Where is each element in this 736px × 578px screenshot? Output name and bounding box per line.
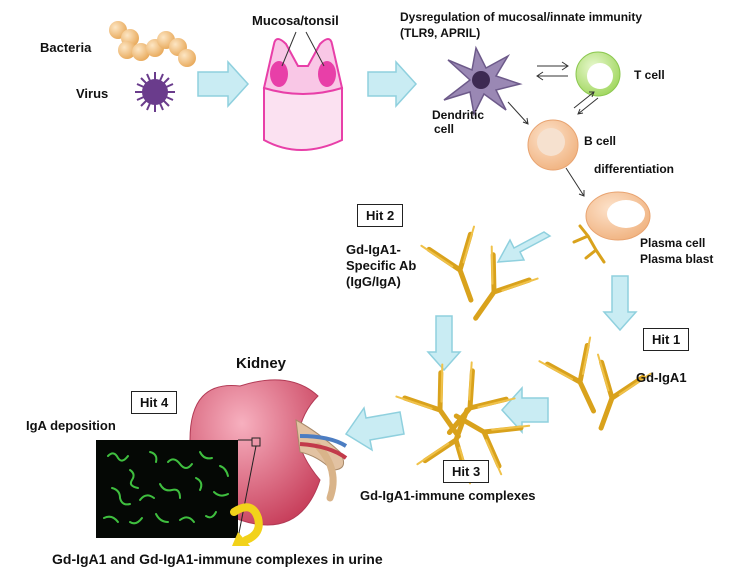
flow-arrow — [426, 315, 462, 372]
specific-ab-label-3: (IgG/IgA) — [346, 274, 401, 289]
urine-label: Gd-IgA1 and Gd-IgA1-immune complexes in … — [52, 551, 383, 567]
flow-arrow — [602, 275, 638, 332]
iga-deposition-label: IgA deposition — [26, 418, 116, 433]
gd-iga1-label: Gd-IgA1 — [636, 370, 687, 385]
bacteria-illustration — [109, 21, 196, 67]
dysregulation-label: Dysregulation of mucosal/innate immunity — [400, 10, 643, 24]
hit-1-box: Hit 1 — [643, 328, 690, 351]
flow-arrow — [367, 60, 418, 108]
flow-arrow — [344, 406, 405, 452]
plasma-cell-illustration — [572, 191, 651, 264]
kidney-label: Kidney — [236, 355, 287, 372]
hit-3-box: Hit 3 — [443, 460, 490, 483]
virus-illustration — [135, 72, 175, 112]
specific-ab-label-1: Gd-IgA1- — [346, 242, 401, 257]
tlr-label: (TLR9, APRIL) — [400, 26, 481, 40]
mucosa-label: Mucosa/tonsil — [252, 13, 339, 28]
t-cell-illustration — [575, 51, 621, 97]
differentiation-label: differentiation — [594, 162, 674, 176]
dendritic-cell-illustration — [443, 45, 523, 117]
iga-deposition-micrograph — [96, 437, 261, 539]
flow-arrow — [197, 60, 250, 108]
plasma-cell-label: Plasma cell — [640, 236, 706, 250]
gd-iga1-antibodies — [539, 338, 650, 438]
t-cell-label: T cell — [634, 68, 665, 82]
interaction-arrows — [507, 61, 599, 197]
mucosa-tonsil-illustration — [262, 31, 344, 151]
plasma-blast-label: Plasma blast — [640, 252, 714, 266]
b-cell-illustration — [527, 119, 579, 171]
urine-arrow — [230, 503, 263, 544]
hit-2-box: Hit 2 — [357, 204, 404, 227]
immune-complexes-label: Gd-IgA1-immune complexes — [360, 488, 536, 503]
virus-label: Virus — [76, 86, 109, 101]
dendritic-label-2: cell — [434, 122, 455, 136]
flow-arrow — [496, 231, 552, 263]
dendritic-label: Dendritic — [432, 108, 485, 122]
bacteria-label: Bacteria — [40, 40, 92, 55]
hit-4-box: Hit 4 — [131, 391, 178, 414]
b-cell-label: B cell — [584, 134, 617, 148]
specific-ab-label-2: Specific Ab — [346, 258, 417, 273]
